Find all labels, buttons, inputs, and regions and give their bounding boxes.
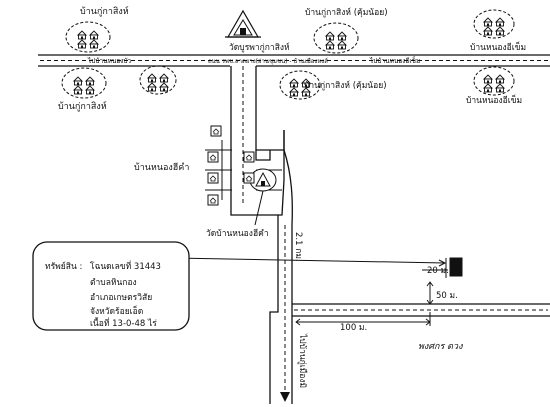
property-box-line-3: อำเภอเกษตรวิสัย	[90, 293, 152, 303]
label-road-right: ไปบ้านหนองอีเข็ม	[369, 56, 420, 65]
north-arrow-icon	[280, 392, 290, 402]
property-box-line-5: เนื้อที่ 13-0-48 ไร่	[90, 317, 157, 329]
property-info-box	[32, 241, 190, 331]
label-temple-top: วัดบูรพากู่กาสิงห์	[229, 42, 290, 53]
label-road-center: ถนน รพช.ลาดยาง(ย่านชุมชน) - บ้านเมืองหงส…	[208, 57, 328, 65]
house-cluster-icon	[61, 9, 515, 100]
property-branch-road	[292, 303, 550, 317]
label-dist-20m: 20 ม.	[427, 266, 449, 276]
label-village-top-center: บ้านกู่กาสิงห์ (คุ้มน้อย)	[305, 7, 388, 18]
village-temple-icon	[249, 168, 277, 192]
label-village-right-top: บ้านหนองอีเข็ม	[470, 41, 526, 53]
label-village-nong-hi: บ้านหนองฮีคำ	[134, 162, 189, 173]
village-streets	[205, 140, 282, 200]
label-village-left-mid: บ้านกู่กาสิงห์	[58, 100, 107, 112]
label-village-top-left: บ้านกู่กาสิงห์	[80, 5, 129, 17]
property-box-line-2: ตำบลหินกอง	[90, 278, 137, 288]
temple-icon	[225, 9, 261, 38]
property-box-line-1: โฉนดเลขที่ 31443	[90, 260, 161, 272]
label-dist-2-1km: 2.1 กม.	[293, 232, 303, 262]
access-road	[269, 149, 293, 404]
property-box-label: ทรัพย์สิน :	[45, 261, 82, 272]
property-box-line-4: จังหวัดร้อยเอ็ด	[90, 305, 143, 317]
label-road-bottom: ไปบ้านกู่เมืองมิ	[297, 333, 308, 388]
property-plot	[295, 257, 463, 326]
label-temple-nong-hi: วัดบ้านหนองฮีคำ	[206, 228, 269, 239]
village-road	[230, 66, 285, 216]
label-village-center-mid: บ้านกู่กาสิงห์ (คุ้มน้อย)	[304, 80, 387, 91]
signature: พงศกร ดวง	[418, 342, 463, 352]
label-dist-100m: 100 ม.	[340, 323, 367, 333]
label-village-right-mid: บ้านหนองอีเข็ม	[466, 94, 522, 106]
temple-pointer	[254, 190, 264, 226]
label-road-left: ไปบ้านหนองบัว	[87, 57, 132, 65]
label-dist-50m: 50 ม.	[436, 291, 458, 301]
main-road	[38, 54, 550, 67]
